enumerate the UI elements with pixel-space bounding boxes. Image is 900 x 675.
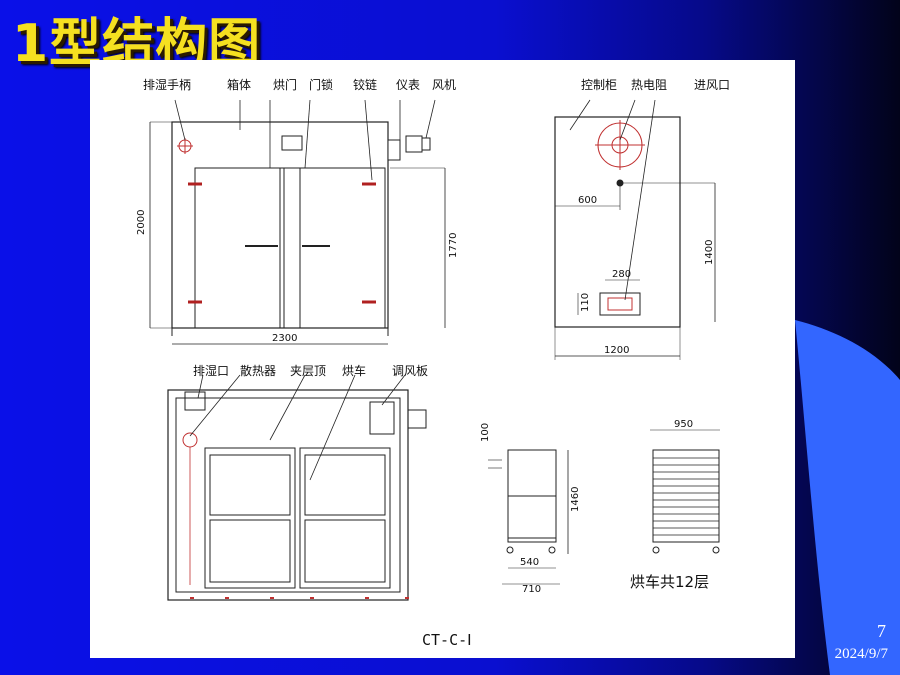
label-hinge: 铰链 xyxy=(353,77,377,92)
dim-cart-front-width: 950 xyxy=(674,419,693,430)
front-view xyxy=(149,99,446,345)
cart-front-view xyxy=(650,429,720,554)
label-interlayer-top: 夹层顶 xyxy=(290,364,326,378)
side-view xyxy=(554,99,716,360)
label-damper: 调风板 xyxy=(392,364,428,378)
label-air-inlet: 进风口 xyxy=(694,78,730,92)
label-control-cabinet: 控制柜 xyxy=(581,78,617,92)
label-door-lock: 门锁 xyxy=(309,77,333,92)
dim-side-width: 1200 xyxy=(604,345,629,356)
label-oven-door: 烘门 xyxy=(273,77,297,92)
dim-side-offset: 600 xyxy=(578,195,597,206)
page-number: 7 xyxy=(877,621,886,641)
dim-front-width: 2300 xyxy=(272,333,297,344)
dim-front-inner-height: 1770 xyxy=(448,233,459,258)
cart-side-view xyxy=(488,449,569,585)
label-thermal-resistor: 热电阻 xyxy=(631,78,667,92)
dim-cart-top: 100 xyxy=(480,423,491,442)
dim-side-height: 1400 xyxy=(704,240,715,265)
dim-front-height: 2000 xyxy=(136,210,147,235)
label-cabinet: 箱体 xyxy=(227,77,251,92)
label-exhaust-port: 排湿口 xyxy=(193,363,229,378)
cart-layers-caption: 烘车共12层 xyxy=(630,573,709,591)
label-cart: 烘车 xyxy=(342,363,366,378)
dim-inlet-width: 280 xyxy=(612,269,631,280)
engineering-drawing: 排湿手柄 箱体 烘门 门锁 铰链 仪表 风机 2000 1770 2300 控制… xyxy=(136,77,730,649)
dim-cart-height: 1460 xyxy=(570,487,581,512)
label-meter: 仪表 xyxy=(396,78,420,92)
label-radiator: 散热器 xyxy=(240,363,276,378)
corner-decoration xyxy=(795,320,900,675)
label-exhaust-handle: 排湿手柄 xyxy=(143,77,191,92)
model-label: CT-C-Ⅰ xyxy=(422,631,472,649)
dim-cart-inner-width: 540 xyxy=(520,557,539,568)
top-view xyxy=(167,374,427,601)
drawing-panel: 排湿手柄 箱体 烘门 门锁 铰链 仪表 风机 2000 1770 2300 控制… xyxy=(90,60,795,658)
slide-date: 2024/9/7 xyxy=(834,646,888,662)
label-fan: 风机 xyxy=(432,78,456,92)
dim-cart-outer-width: 710 xyxy=(522,584,541,595)
dim-inlet-height: 110 xyxy=(580,293,591,312)
